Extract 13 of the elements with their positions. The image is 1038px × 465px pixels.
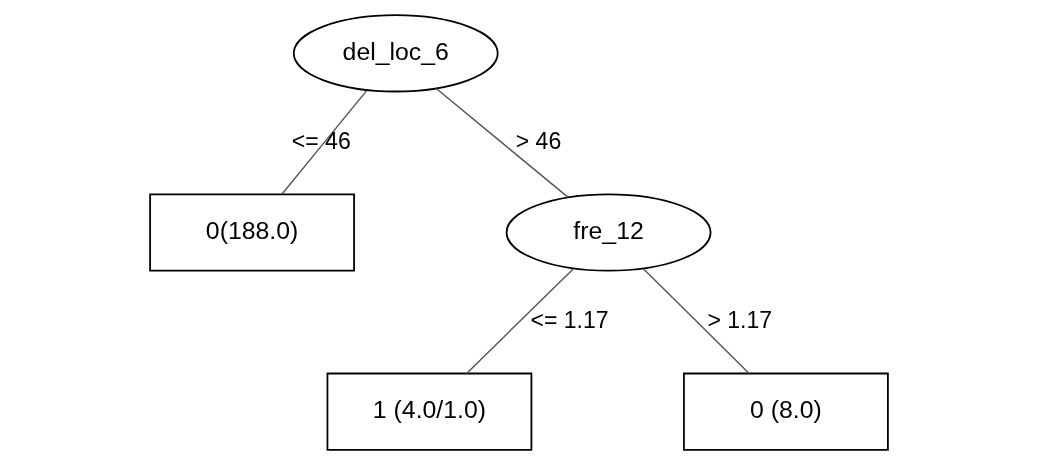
edge-label: <= 1.17: [530, 307, 609, 334]
connector: [642, 268, 750, 375]
node-box: 0 (8.0): [683, 372, 889, 451]
node-box: 0(188.0): [149, 193, 355, 272]
node-ellipse: fre_12: [505, 193, 712, 272]
connector: [281, 89, 368, 195]
connector: [435, 87, 569, 199]
edge-label: <= 46: [291, 127, 351, 154]
node-ellipse: del_loc_6: [292, 14, 499, 93]
edge-label: > 46: [515, 127, 562, 154]
connector: [465, 268, 574, 375]
node-box: 1 (4.0/1.0): [326, 372, 533, 451]
edge-label: > 1.17: [707, 307, 773, 334]
